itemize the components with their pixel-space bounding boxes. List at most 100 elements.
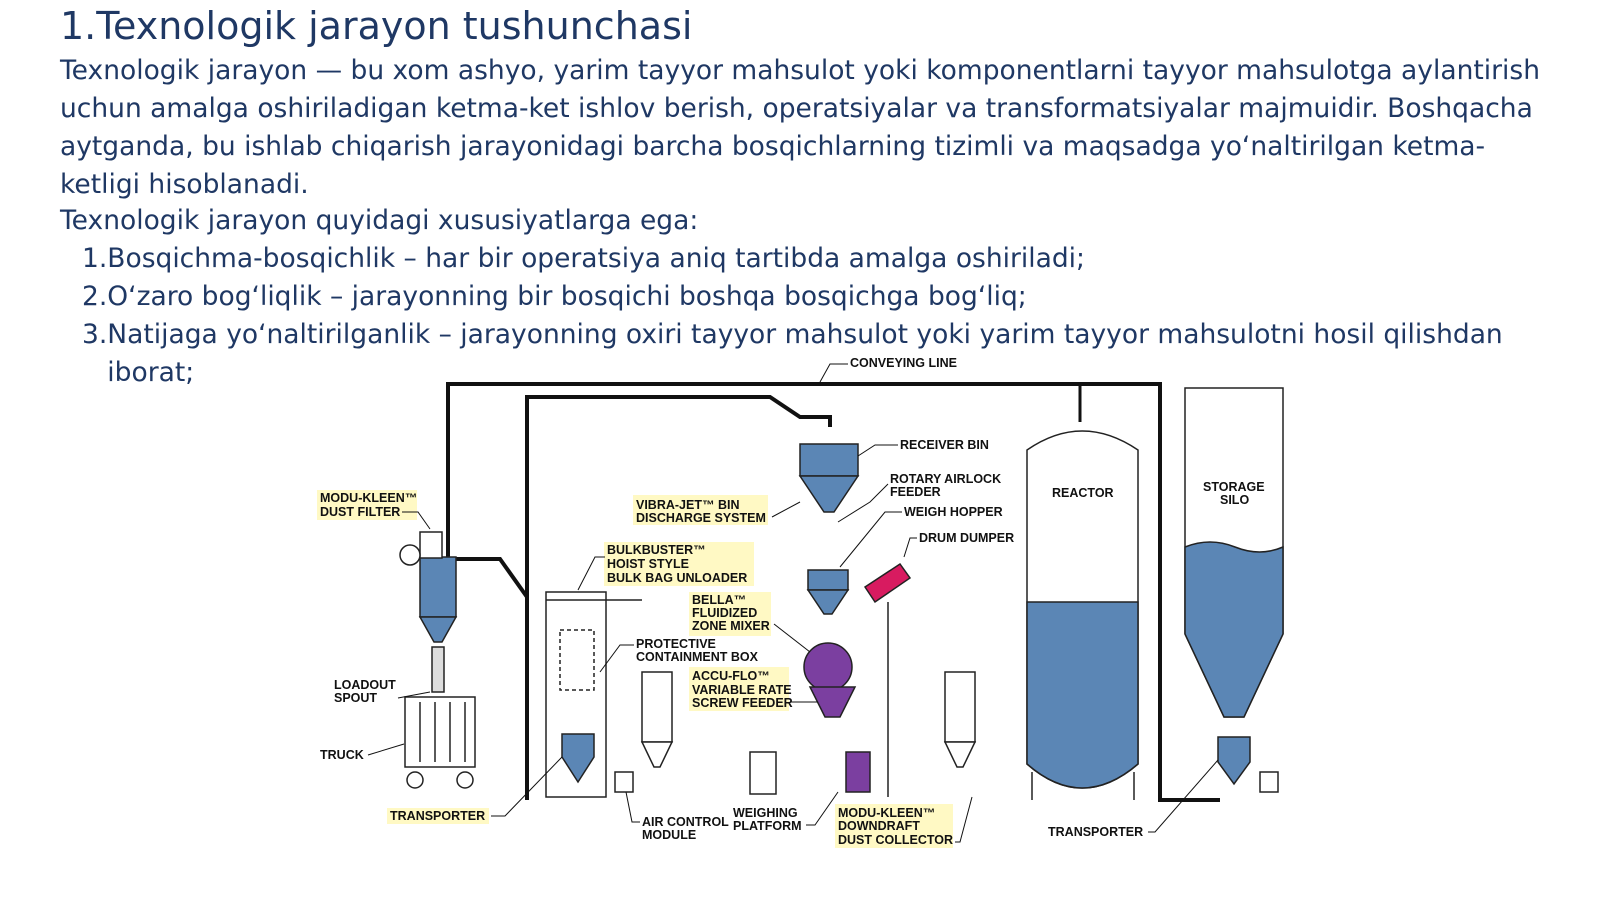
leader-line bbox=[857, 444, 898, 457]
label-transporter-right: TRANSPORTER bbox=[1048, 825, 1143, 839]
leader-line bbox=[367, 743, 405, 756]
label-transporter-left: TRANSPORTER bbox=[390, 809, 485, 823]
label-bulkbuster: BULKBUSTER™ bbox=[607, 543, 706, 557]
reactor-liquid bbox=[1026, 601, 1139, 789]
leader-line bbox=[837, 483, 889, 523]
leader-line bbox=[771, 501, 801, 518]
weighing-platform bbox=[749, 751, 777, 795]
filter-fan bbox=[399, 544, 421, 566]
label-rotary-airlock-2: FEEDER bbox=[890, 485, 941, 499]
loadout-spout bbox=[431, 646, 445, 693]
leader-line bbox=[903, 537, 917, 558]
diagram-labels: CONVEYING LINE RECEIVER BIN ROTARY AIRLO… bbox=[320, 356, 1265, 847]
conveying-line-outer bbox=[446, 382, 1220, 802]
list-item-number: 3. bbox=[82, 319, 108, 350]
leader-line bbox=[955, 796, 973, 843]
label-storage-silo: STORAGE bbox=[1203, 480, 1265, 494]
list-item-text: Natijaga yo‘naltirilganlik – jarayonning… bbox=[107, 319, 1503, 388]
label-drum-dumper: DRUM DUMPER bbox=[919, 531, 1014, 545]
receiver-bin-cone bbox=[798, 475, 860, 513]
truck-wheel bbox=[406, 771, 424, 789]
transporter-right-box bbox=[1259, 771, 1279, 793]
truck-wheel bbox=[456, 771, 474, 789]
label-vibra-jet: VIBRA-JET™ BIN bbox=[636, 498, 739, 512]
features-list: 1. Bosqichma-bosqichlik – har bir operat… bbox=[82, 240, 1562, 392]
label-air-control-2: MODULE bbox=[642, 828, 696, 842]
drum-dumper-drum bbox=[863, 562, 912, 604]
label-bulkbuster-2: HOIST STYLE bbox=[607, 557, 689, 571]
leader-line bbox=[402, 511, 431, 530]
drum bbox=[845, 751, 871, 793]
label-weigh-hopper: WEIGH HOPPER bbox=[904, 505, 1003, 519]
air-control-cone bbox=[640, 741, 674, 768]
label-modu-kleen-filter-2: DUST FILTER bbox=[320, 505, 400, 519]
leader-line bbox=[599, 644, 634, 673]
dust-filter-top bbox=[419, 531, 443, 559]
diagram-equipment bbox=[399, 382, 1284, 802]
weigh-hopper-cone bbox=[806, 589, 850, 615]
leader-line bbox=[806, 791, 839, 826]
leader-line bbox=[773, 623, 811, 653]
slide-title: 1.Texnologik jarayon tushunchasi bbox=[60, 4, 693, 48]
transporter-right-vessel bbox=[1217, 736, 1251, 786]
label-loadout: LOADOUT bbox=[334, 678, 396, 692]
list-item: 2. O‘zaro bog‘liqlik – jarayonning bir b… bbox=[82, 278, 1562, 316]
label-receiver-bin: RECEIVER BIN bbox=[900, 438, 989, 452]
label-weighing-2: PLATFORM bbox=[733, 819, 802, 833]
label-downdraft-3: DUST COLLECTOR bbox=[838, 833, 953, 847]
label-highlight bbox=[317, 490, 417, 520]
label-bella-3: ZONE MIXER bbox=[692, 619, 770, 633]
dust-collector-cone bbox=[943, 741, 977, 768]
diagram-label-highlights bbox=[317, 490, 953, 848]
label-highlight bbox=[835, 804, 953, 848]
label-accu-flo-3: SCREW FEEDER bbox=[692, 696, 793, 710]
label-loadout-2: SPOUT bbox=[334, 691, 377, 705]
label-bella: BELLA™ bbox=[692, 593, 746, 607]
conveying-line-inner bbox=[525, 395, 832, 800]
silo-contents bbox=[1184, 541, 1284, 718]
label-accu-flo-2: VARIABLE RATE bbox=[692, 683, 792, 697]
label-highlight bbox=[633, 495, 768, 525]
label-storage-silo-2: SILO bbox=[1220, 493, 1249, 507]
label-accu-flo: ACCU-FLO™ bbox=[692, 669, 770, 683]
label-truck: TRUCK bbox=[320, 748, 364, 762]
label-bulkbuster-3: BULK BAG UNLOADER bbox=[607, 571, 747, 585]
leader-line bbox=[839, 511, 902, 568]
list-item: 3. Natijaga yo‘naltirilganlik – jarayonn… bbox=[82, 316, 1562, 392]
label-bella-2: FLUIDIZED bbox=[692, 606, 757, 620]
leader-line bbox=[819, 363, 848, 383]
bulk-bag-frame bbox=[545, 591, 607, 798]
label-reactor: REACTOR bbox=[1052, 486, 1114, 500]
diagram-leader-lines bbox=[367, 363, 1219, 843]
label-downdraft-2: DOWNDRAFT bbox=[838, 819, 920, 833]
label-containment-2: CONTAINMENT BOX bbox=[636, 650, 759, 664]
features-intro: Texnologik jarayon quyidagi xususiyatlar… bbox=[60, 205, 699, 236]
label-air-control: AIR CONTROL bbox=[642, 815, 729, 829]
leader-line bbox=[625, 791, 640, 823]
label-downdraft: MODU-KLEEN™ bbox=[838, 806, 935, 820]
bella-mixer bbox=[803, 642, 853, 692]
receiver-bin bbox=[799, 443, 859, 477]
leader-line bbox=[397, 691, 431, 699]
label-vibra-jet-2: DISCHARGE SYSTEM bbox=[636, 511, 766, 525]
list-item-number: 1. bbox=[82, 243, 108, 274]
leader-line bbox=[491, 756, 563, 817]
truck-body bbox=[404, 696, 476, 768]
label-weighing: WEIGHING bbox=[733, 806, 798, 820]
screw-feeder bbox=[808, 686, 857, 718]
label-containment: PROTECTIVE bbox=[636, 637, 716, 651]
label-highlight bbox=[604, 542, 754, 586]
dust-filter-body bbox=[419, 556, 457, 618]
label-rotary-airlock: ROTARY AIRLOCK bbox=[890, 472, 1001, 486]
label-highlight bbox=[387, 808, 489, 824]
list-item-number: 2. bbox=[82, 281, 108, 312]
weigh-hopper bbox=[807, 569, 849, 591]
list-item-text: Bosqichma-bosqichlik – har bir operatsiy… bbox=[107, 243, 1085, 274]
air-control-box bbox=[614, 771, 634, 793]
label-highlight bbox=[689, 592, 771, 636]
list-item-text: O‘zaro bog‘liqlik – jarayonning bir bosq… bbox=[107, 281, 1027, 312]
leader-line bbox=[577, 556, 605, 591]
definition-paragraph: Texnologik jarayon — bu xom ashyo, yarim… bbox=[60, 55, 1540, 200]
air-control-module bbox=[641, 671, 673, 743]
label-conveying-line: CONVEYING LINE bbox=[850, 356, 957, 370]
